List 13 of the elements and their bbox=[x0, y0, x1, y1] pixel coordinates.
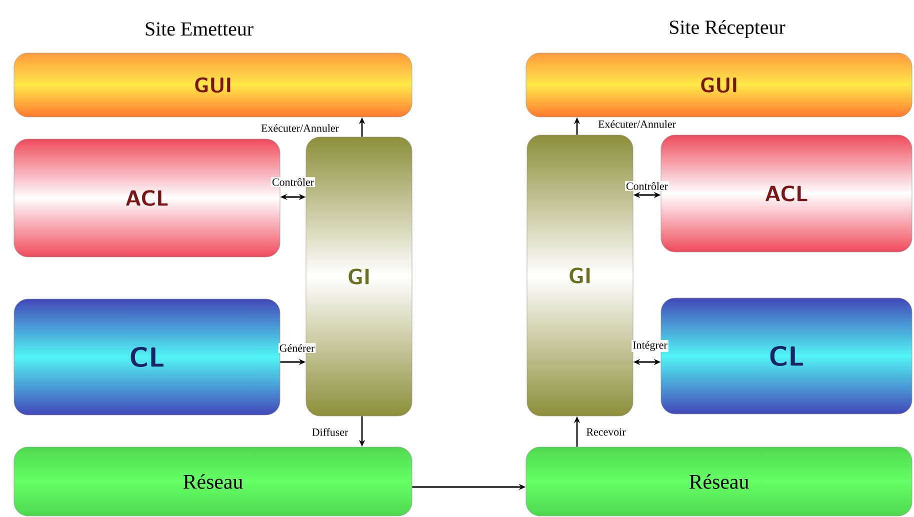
edge-label: Intégrer bbox=[632, 340, 668, 352]
gui-bar: GUI bbox=[526, 52, 912, 118]
edge-label: Contrôler bbox=[625, 181, 669, 191]
edge-label: Exécuter/Annuler bbox=[260, 123, 340, 133]
edge-label: Diffuser bbox=[310, 427, 350, 437]
network-bar: Réseau bbox=[526, 446, 912, 516]
gui-bar: GUI bbox=[14, 52, 412, 118]
edge-label: Recevoir bbox=[585, 427, 627, 437]
network-bar: Réseau bbox=[14, 446, 412, 516]
edge-label: Générer bbox=[278, 343, 316, 353]
edge-label: Exécuter/Annuler bbox=[597, 119, 677, 129]
edge-label: Contrôler bbox=[271, 177, 315, 187]
cl-box: CL bbox=[14, 298, 280, 416]
